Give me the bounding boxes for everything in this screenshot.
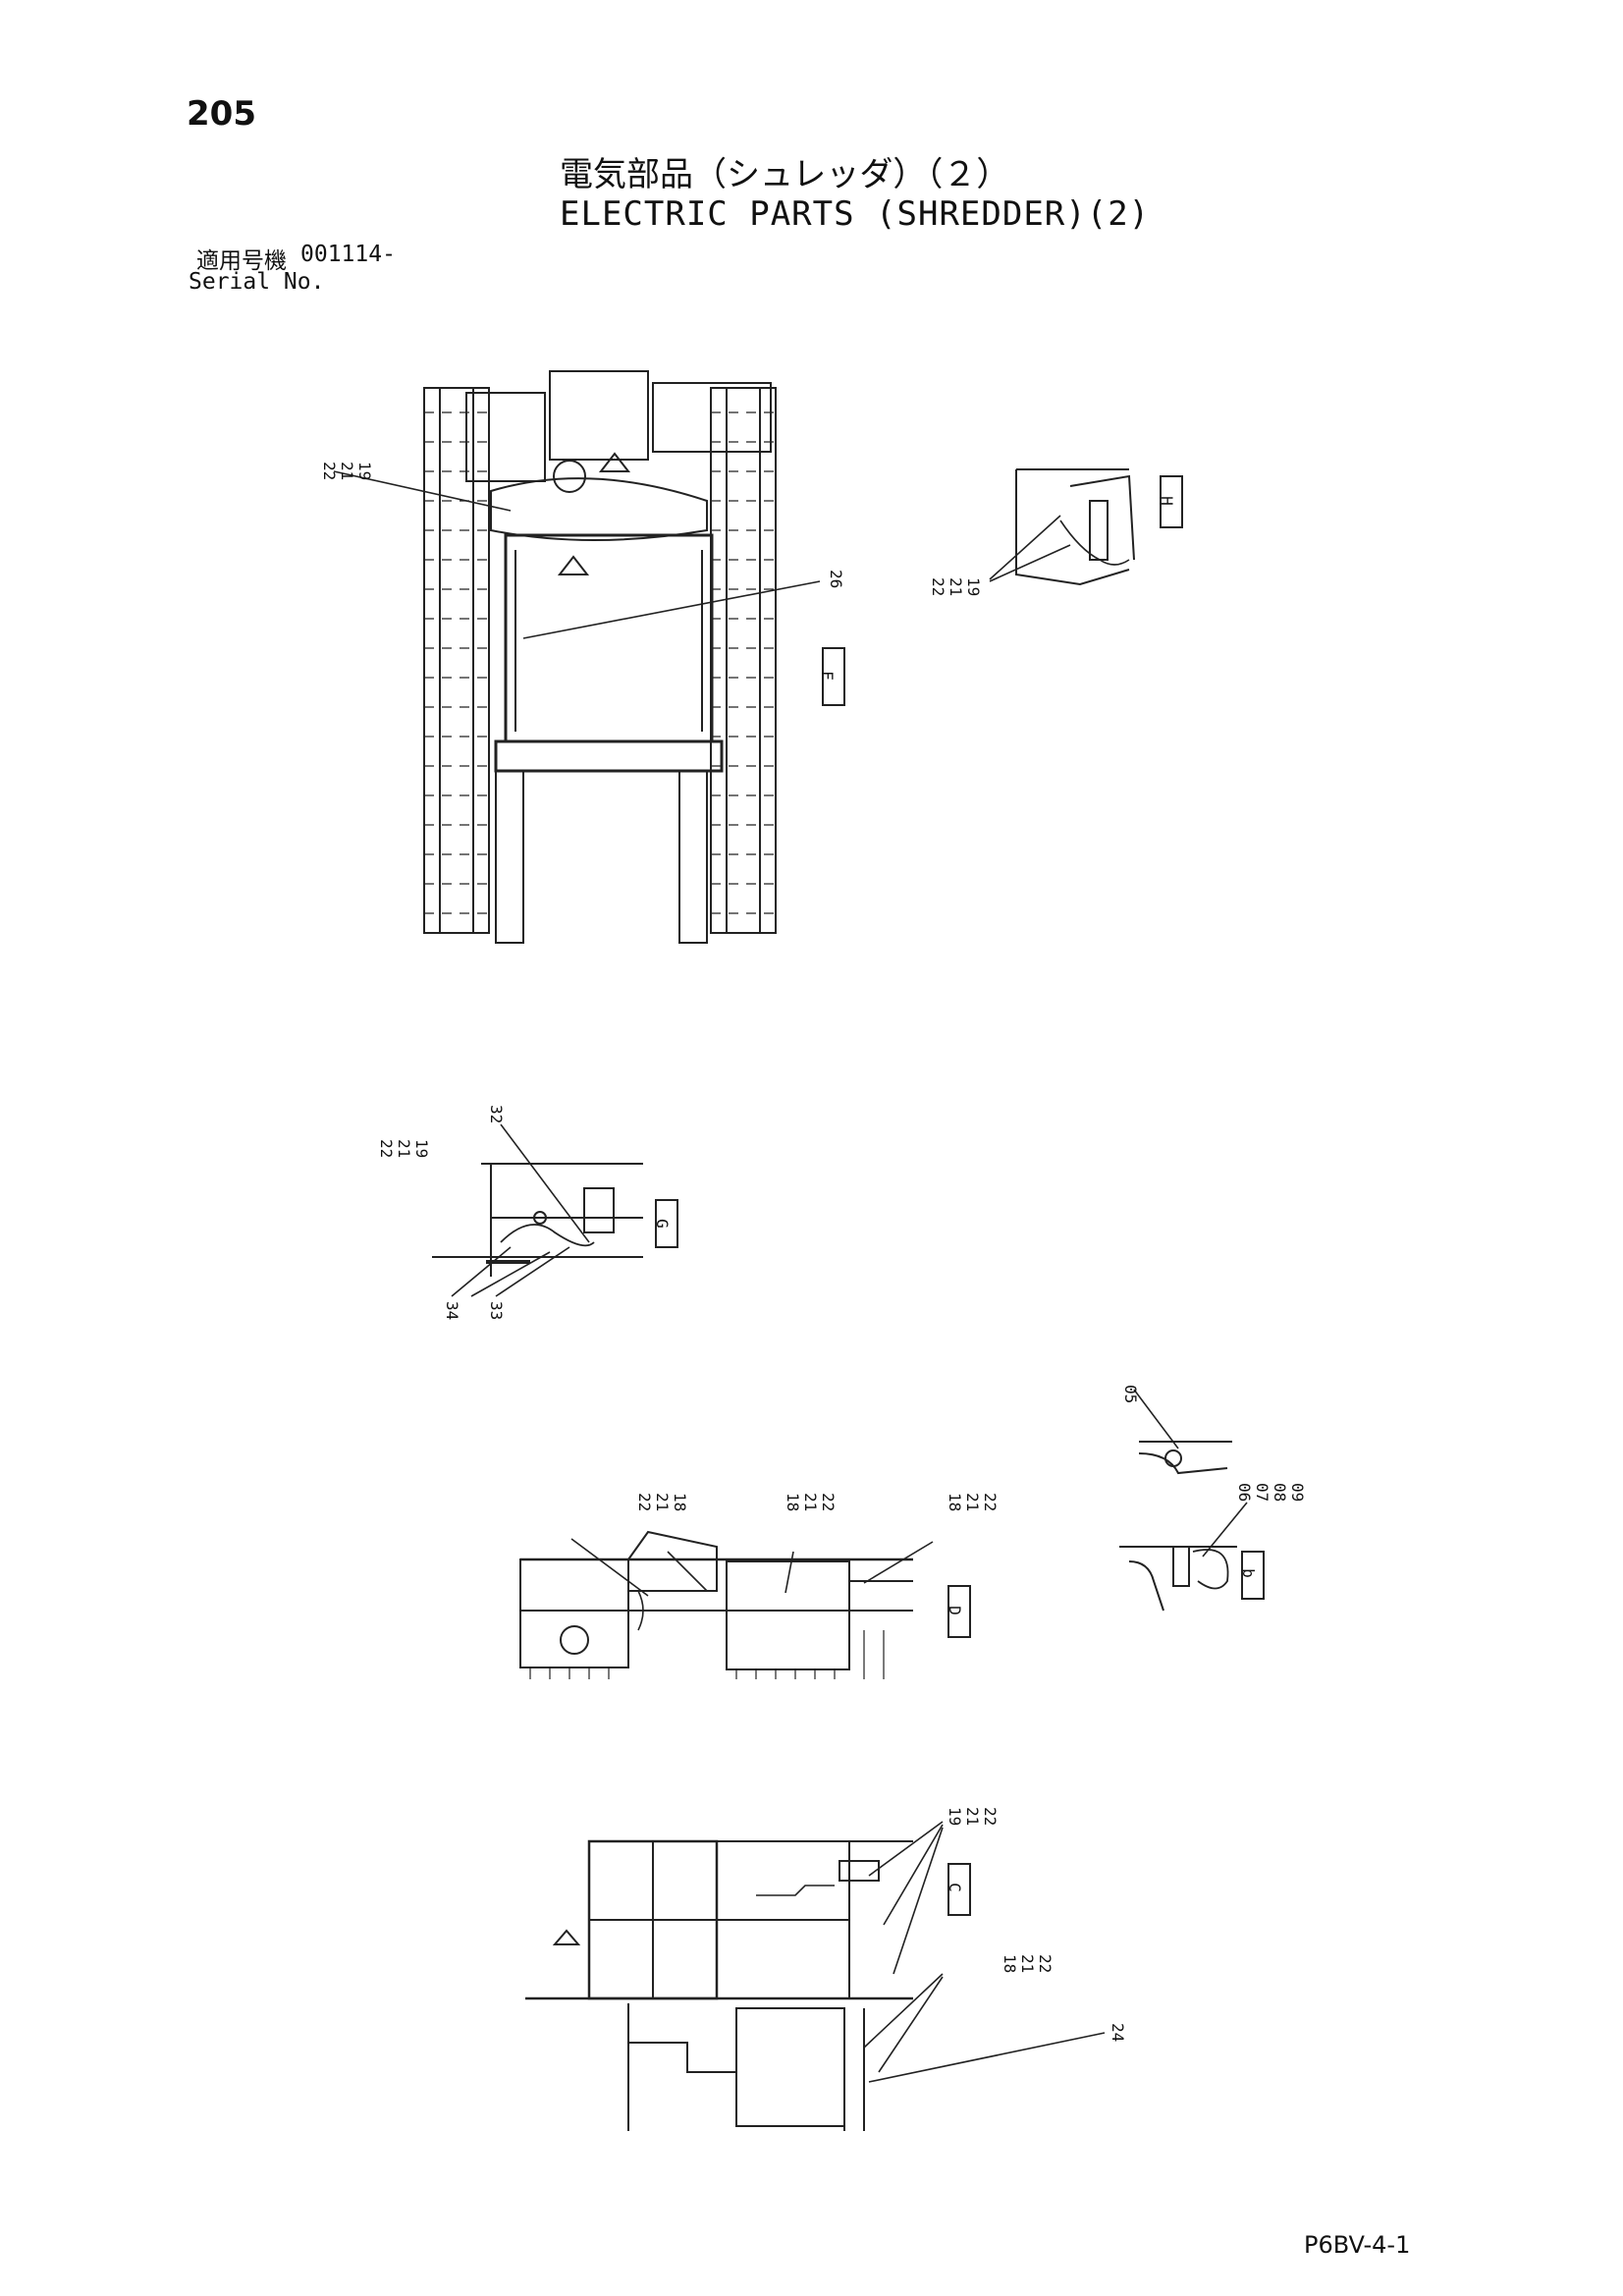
callout: 21 bbox=[338, 462, 356, 480]
view-letter: D bbox=[946, 1606, 964, 1615]
callout: 19 bbox=[412, 1139, 431, 1158]
view-b-label: b bbox=[1239, 1551, 1265, 1600]
view-b-drawing bbox=[1119, 1389, 1248, 1612]
view-c-drawing bbox=[525, 1821, 1106, 2131]
callout: 22 bbox=[819, 1493, 838, 1511]
callout: 22 bbox=[981, 1807, 1000, 1826]
view-f-callouts: 22 21 19 26 bbox=[320, 462, 845, 588]
callout: 21 bbox=[963, 1493, 982, 1511]
callout: 21 bbox=[1018, 1954, 1037, 1973]
callout: 19 bbox=[355, 462, 374, 480]
serial-value: 001114- bbox=[300, 242, 396, 267]
page-title-jp: 電気部品（シュレッダ）（２） bbox=[560, 155, 1010, 194]
view-g-label: G bbox=[653, 1199, 678, 1248]
callout: 34 bbox=[443, 1301, 461, 1320]
view-f-label: F bbox=[818, 647, 845, 706]
serial-label-jp: 適用号機 bbox=[196, 248, 287, 274]
callout: 09 bbox=[1288, 1483, 1307, 1502]
view-h-callouts: 22 21 19 bbox=[929, 577, 983, 596]
callout: 08 bbox=[1271, 1483, 1289, 1502]
callout: 32 bbox=[487, 1105, 506, 1123]
callout: 21 bbox=[947, 577, 965, 596]
view-letter: G bbox=[653, 1219, 672, 1229]
callout: 22 bbox=[320, 462, 339, 480]
view-h-label: H bbox=[1158, 475, 1183, 528]
view-d-drawing bbox=[519, 1530, 934, 1679]
callout: 19 bbox=[946, 1807, 964, 1826]
document-code: P6BV-4-1 bbox=[1304, 2231, 1411, 2259]
view-letter: H bbox=[1158, 496, 1176, 506]
callout: 18 bbox=[784, 1493, 802, 1511]
view-b-callouts: 05 06 07 08 09 bbox=[1121, 1385, 1307, 1502]
view-letter: b bbox=[1239, 1568, 1258, 1578]
callout: 22 bbox=[635, 1493, 654, 1511]
view-d-callouts: 22 21 18 18 21 22 18 21 22 bbox=[635, 1493, 1000, 1511]
callout: 21 bbox=[395, 1139, 413, 1158]
callout: 22 bbox=[929, 577, 947, 596]
view-f-drawing bbox=[333, 370, 821, 944]
serial-label-en: Serial No. bbox=[189, 269, 325, 295]
view-g-callouts: 22 21 19 32 34 33 bbox=[377, 1105, 506, 1320]
callout: 21 bbox=[653, 1493, 672, 1511]
callout: 33 bbox=[487, 1301, 506, 1320]
callout: 18 bbox=[946, 1493, 964, 1511]
page-number: 205 bbox=[187, 94, 256, 134]
callout: 22 bbox=[377, 1139, 396, 1158]
callout: 19 bbox=[964, 577, 983, 596]
view-c-label: C bbox=[946, 1863, 971, 1916]
callout: 06 bbox=[1235, 1483, 1254, 1502]
callout: 21 bbox=[801, 1493, 820, 1511]
callout: 18 bbox=[671, 1493, 689, 1511]
callout: 22 bbox=[1036, 1954, 1055, 1973]
view-letter: C bbox=[946, 1883, 964, 1892]
view-c-callouts: 19 21 22 18 21 22 24 bbox=[946, 1807, 1127, 2042]
view-h-drawing bbox=[989, 468, 1135, 586]
page-title-en: ELECTRIC PARTS (SHREDDER)(2) bbox=[560, 194, 1151, 234]
callout: 07 bbox=[1253, 1483, 1271, 1502]
view-g-drawing bbox=[432, 1123, 643, 1297]
view-d-label: D bbox=[946, 1585, 971, 1638]
callout: 21 bbox=[963, 1807, 982, 1826]
view-letter: F bbox=[818, 671, 837, 681]
callout: 18 bbox=[1001, 1954, 1019, 1973]
callout: 24 bbox=[1109, 2023, 1127, 2042]
callout: 26 bbox=[827, 570, 845, 588]
callout: 22 bbox=[981, 1493, 1000, 1511]
callout: 05 bbox=[1121, 1385, 1140, 1403]
